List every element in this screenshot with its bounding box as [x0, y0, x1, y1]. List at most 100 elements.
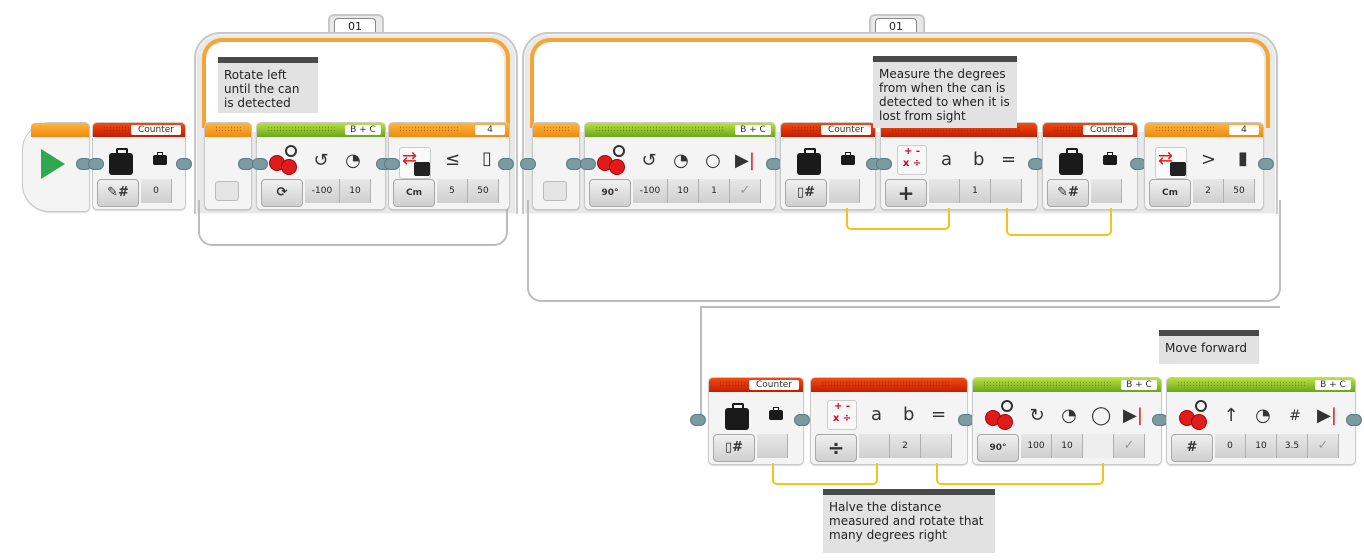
comparison-operator[interactable]: >: [1201, 149, 1217, 170]
b-input[interactable]: 1: [960, 179, 991, 203]
brake-icon: ▶|: [1123, 405, 1143, 426]
loop-2-label[interactable]: 01: [875, 18, 917, 33]
steering-icon: ↺: [641, 150, 657, 171]
loop-2-end-ultrasonic[interactable]: 4 ⇄ > ▮ Cm 2 50: [1144, 122, 1264, 210]
read-number-mode-button[interactable]: ▯#: [785, 179, 827, 207]
loopend1-connector-out: [498, 158, 514, 170]
loop-1-orange-bar: [202, 38, 510, 128]
brake-input[interactable]: ✓: [1308, 434, 1339, 458]
loopend1-connector-in: [384, 158, 400, 170]
port-input[interactable]: 50: [468, 179, 499, 203]
value-output[interactable]: [757, 434, 788, 458]
on-mode-button[interactable]: ⟳: [261, 179, 303, 207]
distance-cm-mode-button[interactable]: Cm: [1149, 179, 1191, 207]
a-label: a: [941, 149, 953, 170]
b-label: b: [903, 404, 915, 425]
loop-1-label[interactable]: 01: [334, 18, 376, 33]
loop-interrupt-label[interactable]: 4: [1229, 125, 1259, 135]
steering-icon: ↺: [313, 150, 329, 171]
ports-label[interactable]: B + C: [345, 125, 381, 135]
variable-block-counter-write[interactable]: Counter ✎# 0: [92, 122, 186, 210]
steering-input[interactable]: -100: [305, 179, 340, 203]
variable-name[interactable]: Counter: [1083, 125, 1133, 135]
move-steering-block-2[interactable]: B + C ↺ ◔ ○ ▶| 90° -100 10 1 ✓: [584, 122, 776, 210]
ports-label[interactable]: B + C: [1315, 380, 1351, 390]
power-input[interactable]: 10: [1052, 434, 1083, 458]
a-input[interactable]: [929, 179, 960, 203]
play-icon[interactable]: [41, 149, 65, 179]
loop-interrupt-label[interactable]: 4: [475, 125, 505, 135]
variable-header: Counter: [781, 123, 875, 137]
value-input[interactable]: 0: [141, 179, 172, 203]
equals-label: =: [1001, 149, 1017, 170]
comment-measure-degrees[interactable]: Measure the degrees from when the can is…: [873, 56, 1017, 128]
divide-mode-button[interactable]: ÷: [815, 434, 857, 462]
variable-name[interactable]: Counter: [821, 125, 871, 135]
loop-2-start[interactable]: [532, 122, 580, 210]
power-input[interactable]: 10: [668, 179, 699, 203]
distance-cm-mode-button[interactable]: Cm: [393, 179, 435, 207]
variable-block-counter-write-2[interactable]: Counter ✎#: [1042, 122, 1138, 210]
brake-input[interactable]: ✓: [730, 179, 761, 203]
data-wire-2: [1006, 208, 1112, 236]
var1-output-connector: [176, 158, 192, 170]
b-input[interactable]: 2: [890, 434, 921, 458]
brake-icon: ▶|: [1317, 405, 1337, 426]
power-input[interactable]: 10: [1246, 434, 1277, 458]
threshold-input[interactable]: 5: [437, 179, 468, 203]
comment-halve-distance[interactable]: Halve the distance measured and rotate t…: [823, 489, 995, 553]
variable-name[interactable]: Counter: [749, 380, 799, 390]
math-block-add[interactable]: + -x ÷ a b = + 1: [880, 122, 1038, 210]
threshold-icon: ▯: [482, 148, 492, 169]
move-steering-block-3[interactable]: B + C ↻ ◔ ◯ ▶| 90° 100 10 ✓: [972, 377, 1162, 465]
write-number-mode-button[interactable]: ✎#: [1047, 179, 1089, 207]
loop-1-end-ultrasonic[interactable]: 4 ⇄ ≤ ▯ Cm 5 50: [388, 122, 510, 210]
variable-block-counter-read-2[interactable]: Counter ▯#: [708, 377, 804, 465]
degrees-mode-button[interactable]: 90°: [589, 179, 631, 207]
power-gauge-icon: ◔: [1255, 405, 1271, 426]
move1-header: B + C: [257, 123, 385, 137]
value-input[interactable]: [1091, 179, 1122, 203]
port-input[interactable]: 50: [1224, 179, 1255, 203]
large-motor-steering-icon: [985, 400, 1015, 430]
degrees-mode-button[interactable]: 90°: [977, 434, 1019, 462]
a-input[interactable]: [859, 434, 890, 458]
add-mode-button[interactable]: +: [885, 179, 927, 207]
comment-move-forward[interactable]: Move forward: [1159, 330, 1259, 364]
comparison-operator[interactable]: ≤: [445, 149, 461, 170]
move-steering-block-4[interactable]: B + C ↑ ◔ # ▶| # 0 10 3.5 ✓: [1166, 377, 1356, 465]
variable-name[interactable]: Counter: [131, 125, 181, 135]
large-motor-steering-icon: [1179, 400, 1209, 430]
value-output[interactable]: [829, 179, 860, 203]
rotations-mode-button[interactable]: #: [1171, 434, 1213, 462]
result-output[interactable]: [991, 179, 1022, 203]
brake-input[interactable]: ✓: [1114, 434, 1145, 458]
data-wire-3: [772, 463, 878, 485]
steering-input[interactable]: 100: [1021, 434, 1052, 458]
variable-type-icon: [1103, 152, 1117, 165]
variable-block-counter-read[interactable]: Counter ▯#: [780, 122, 876, 210]
start-block[interactable]: [22, 122, 90, 212]
steering-straight-icon: ↑: [1223, 405, 1239, 426]
equals-label: =: [931, 404, 947, 425]
move2-header: B + C: [585, 123, 775, 137]
steering-input[interactable]: -100: [633, 179, 668, 203]
rotations-input[interactable]: 3.5: [1277, 434, 1308, 458]
result-output[interactable]: [921, 434, 952, 458]
degrees-input-wired[interactable]: [1083, 434, 1114, 458]
math-operators-icon: + -x ÷: [897, 145, 927, 175]
data-wire-4: [936, 463, 1104, 485]
write-number-mode-button[interactable]: ✎#: [97, 179, 139, 207]
degrees-input[interactable]: 1: [699, 179, 730, 203]
ports-label[interactable]: B + C: [735, 125, 771, 135]
threshold-input[interactable]: 2: [1193, 179, 1224, 203]
move-steering-block-1[interactable]: B + C ↺ ◔ ⟳ -100 10: [256, 122, 386, 210]
read-number-mode-button[interactable]: ▯#: [713, 434, 755, 462]
move4-connector-out: [1346, 414, 1362, 426]
ports-label[interactable]: B + C: [1121, 380, 1157, 390]
math-block-divide[interactable]: + -x ÷ a b = ÷ 2: [810, 377, 968, 465]
comment-rotate-left[interactable]: Rotate left until the can is detected: [218, 57, 318, 113]
briefcase-icon: [109, 148, 133, 175]
power-input[interactable]: 10: [340, 179, 371, 203]
steering-input[interactable]: 0: [1215, 434, 1246, 458]
